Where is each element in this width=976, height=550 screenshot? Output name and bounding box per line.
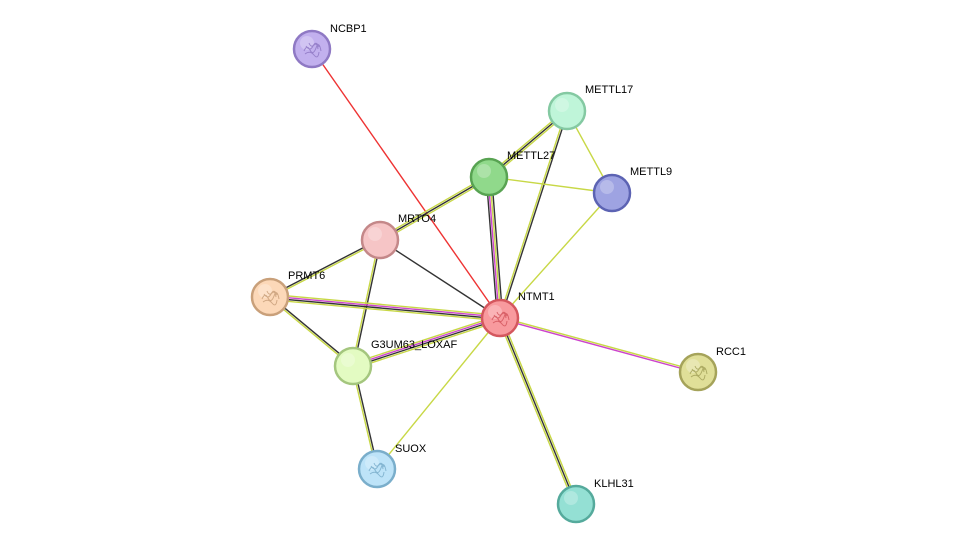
edge-evidence-line [497, 318, 575, 505]
edge-evidence-line [379, 239, 501, 319]
edge-evidence-line [501, 317, 579, 504]
node-label: KLHL31 [594, 478, 634, 490]
node-circle[interactable] [292, 29, 332, 69]
node-label: NTMT1 [518, 291, 555, 303]
edge-evidence-line [378, 174, 489, 240]
node-highlight [686, 359, 700, 373]
node-mettl9[interactable]: METTL9 [592, 166, 672, 213]
node-highlight [341, 353, 355, 367]
node-rcc1[interactable]: RCC1 [678, 346, 746, 392]
node-ntmt1[interactable]: NTMT1 [480, 291, 555, 338]
edge-evidence-line [500, 316, 699, 372]
node-label: MRTO4 [398, 213, 436, 225]
edge-mettl17-ntmt1[interactable] [498, 110, 569, 319]
edge-prmt6-ntmt1[interactable] [269, 293, 501, 322]
edge-mettl9-ntmt1[interactable] [499, 192, 613, 319]
node-label: G3UM63_LOXAF [371, 339, 457, 351]
edge-ntmt1-klhl31[interactable] [497, 317, 579, 505]
edge-evidence-line [270, 240, 381, 299]
edge-mettl27-mettl9[interactable] [488, 176, 613, 194]
node-highlight [564, 491, 578, 505]
edge-ntmt1-suox[interactable] [376, 317, 501, 470]
edges-layer [268, 48, 699, 505]
edge-evidence-line [353, 318, 501, 368]
edge-g3um63-ntmt1[interactable] [351, 314, 502, 370]
node-circle[interactable] [333, 346, 373, 386]
node-circle[interactable] [592, 173, 632, 213]
node-highlight [300, 36, 314, 50]
edge-evidence-line [499, 192, 613, 319]
node-g3um63[interactable]: G3UM63_LOXAF [333, 339, 457, 386]
protein-structure-icon [261, 290, 280, 306]
node-label: METTL9 [630, 166, 672, 178]
edge-evidence-line [376, 317, 501, 470]
node-label: RCC1 [716, 346, 746, 358]
edge-mrto4-ntmt1[interactable] [379, 239, 501, 319]
node-circle[interactable] [480, 298, 520, 338]
node-highlight [477, 164, 491, 178]
edge-mettl27-mrto4[interactable] [378, 174, 491, 243]
node-suox[interactable]: SUOX [357, 443, 427, 489]
edge-evidence-line [351, 314, 500, 365]
protein-structure-icon [303, 42, 322, 58]
node-highlight [368, 227, 382, 241]
node-highlight [258, 284, 272, 298]
protein-structure-icon [689, 365, 708, 381]
edge-evidence-line [487, 177, 500, 319]
edge-evidence-line [500, 111, 569, 319]
node-highlight [365, 456, 379, 470]
edge-evidence-line [353, 319, 502, 370]
edge-evidence-line [499, 317, 577, 505]
edge-ntmt1-rcc1[interactable] [499, 316, 699, 374]
node-label: METTL17 [585, 84, 633, 96]
edge-evidence-line [499, 318, 698, 374]
edge-evidence-line [498, 110, 567, 318]
node-circle[interactable] [678, 352, 718, 392]
node-mettl27[interactable]: METTL27 [469, 150, 555, 197]
edge-evidence-line [490, 176, 504, 318]
protein-structure-icon [491, 311, 510, 327]
node-circle[interactable] [250, 277, 290, 317]
node-highlight [600, 180, 614, 194]
node-label: NCBP1 [330, 23, 367, 35]
edge-mrto4-prmt6[interactable] [269, 238, 381, 299]
edge-evidence-line [352, 316, 500, 366]
edge-evidence-line [380, 177, 491, 243]
node-circle[interactable] [547, 91, 587, 131]
node-ncbp1[interactable]: NCBP1 [292, 23, 367, 69]
node-label: SUOX [395, 443, 427, 455]
edge-evidence-line [270, 293, 501, 317]
node-klhl31[interactable]: KLHL31 [556, 478, 634, 524]
node-mettl17[interactable]: METTL17 [547, 84, 633, 131]
node-highlight [555, 98, 569, 112]
node-highlight [488, 305, 502, 319]
edge-evidence-line [270, 295, 501, 318]
node-label: PRMT6 [288, 270, 325, 282]
edge-mettl27-ntmt1[interactable] [485, 176, 504, 319]
node-mrto4[interactable]: MRTO4 [360, 213, 436, 260]
edge-evidence-line [269, 238, 380, 297]
protein-structure-icon [368, 462, 387, 478]
nodes-layer: NCBP1METTL17METTL27METTL9MRTO4PRMT6NTMT1… [250, 23, 746, 524]
edge-ncbp1-ntmt1[interactable] [311, 48, 501, 319]
edge-evidence-line [379, 176, 490, 241]
edge-evidence-line [269, 297, 500, 320]
edge-evidence-line [488, 176, 613, 194]
edge-evidence-line [489, 176, 502, 318]
node-label: METTL27 [507, 150, 555, 162]
node-circle[interactable] [556, 484, 596, 524]
node-prmt6[interactable]: PRMT6 [250, 270, 325, 317]
node-circle[interactable] [469, 157, 509, 197]
edge-evidence-line [311, 48, 501, 319]
edge-evidence-line [269, 298, 500, 322]
edge-evidence-line [485, 177, 499, 319]
node-circle[interactable] [357, 449, 397, 489]
node-circle[interactable] [360, 220, 400, 260]
